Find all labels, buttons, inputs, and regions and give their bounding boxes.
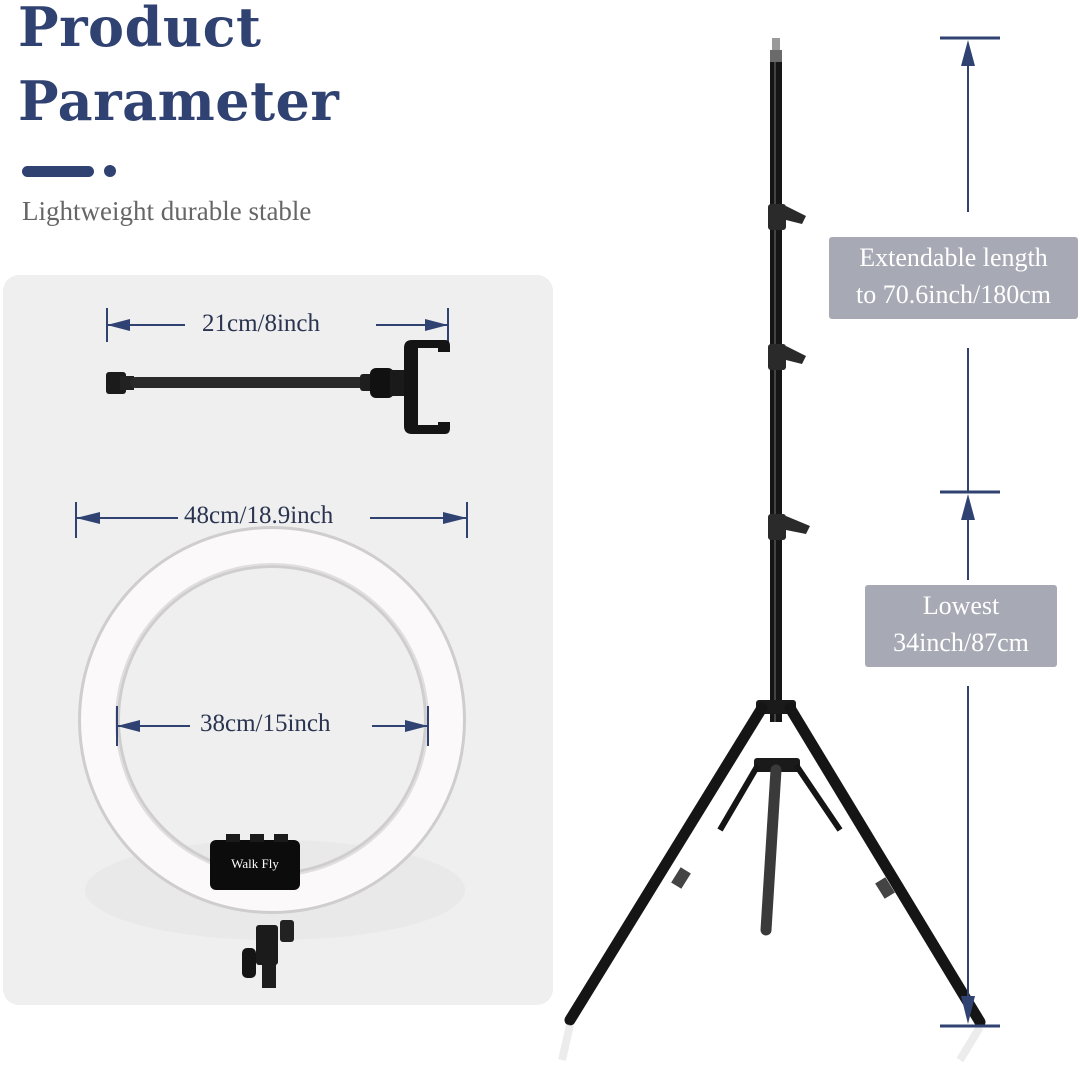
page-title-line2: Parameter: [18, 69, 340, 133]
lowest-height-line2: 34inch/87cm: [893, 628, 1029, 657]
tripod-stand-icon: [558, 38, 986, 1063]
page-title-line1: Product: [18, 0, 262, 59]
phone-holder-dimension: 21cm/8inch: [202, 310, 321, 337]
phone-holder-gooseneck-icon: [106, 340, 450, 434]
ring-inner-dimension-arrows: [116, 706, 429, 746]
subtitle: Lightweight durable stable: [22, 196, 312, 226]
height-measure-arrows: [940, 36, 1000, 1028]
ring-inner-dimension: 38cm/15inch: [200, 710, 331, 737]
extendable-length-line2: to 70.6inch/180cm: [856, 280, 1051, 309]
extendable-length-line1: Extendable length: [859, 243, 1048, 272]
ring-outer-dimension-arrows: [75, 502, 468, 538]
lowest-height-line1: Lowest: [922, 591, 1000, 620]
extendable-length-tag: Extendable length to 70.6inch/180cm: [829, 237, 1078, 319]
ring-light-icon: [78, 526, 466, 988]
lowest-height-tag: Lowest 34inch/87cm: [865, 585, 1057, 667]
phone-holder-dimension-arrows: [106, 308, 449, 342]
decorative-bar: [22, 166, 94, 177]
decorative-dot: [104, 165, 116, 177]
brand-label: Walk Fly: [231, 856, 279, 871]
ring-outer-dimension: 48cm/18.9inch: [178, 502, 340, 530]
